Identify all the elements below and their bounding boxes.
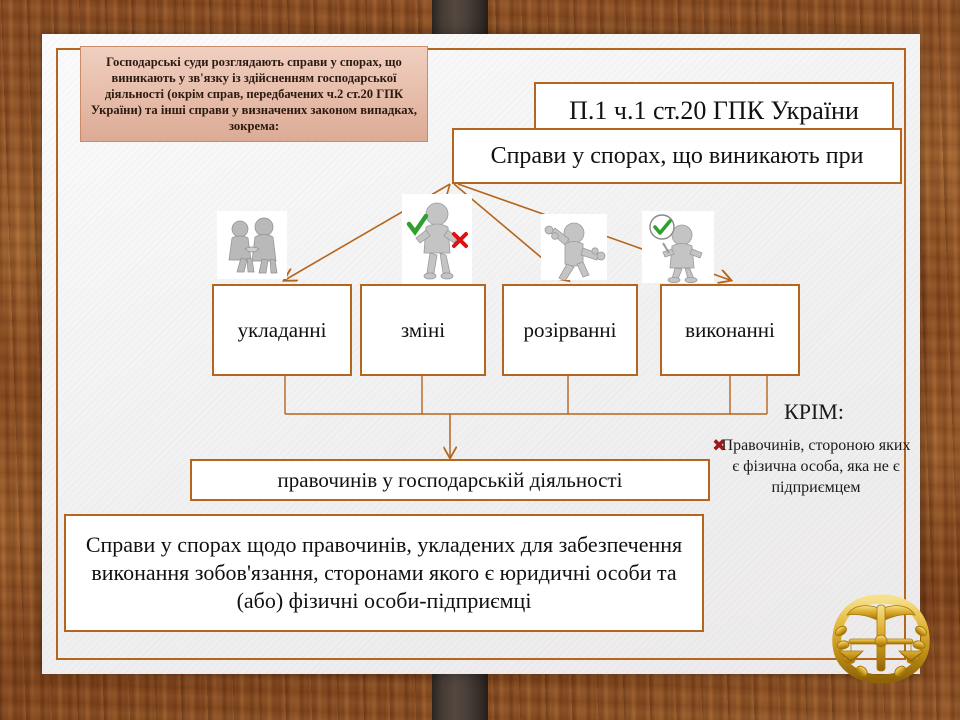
intro-statement-text: Господарські суди розглядають справи у с…: [90, 54, 418, 134]
intro-statement-box: Господарські суди розглядають справи у с…: [80, 46, 428, 142]
exception-text: Правочинів, стороною яких є фізична особ…: [721, 437, 911, 497]
check-cross-figure-clipart-icon: [402, 194, 472, 284]
exception-block: КРІМ: ✖ Правочинів, стороною яких є фізи…: [712, 399, 914, 498]
deals-result-box: правочинів у господарській діяльності: [190, 459, 710, 501]
summary-box: Справи у спорах щодо правочинів, укладен…: [64, 514, 704, 632]
judicial-scales-emblem-icon: [832, 594, 930, 684]
approved-figure-clipart-icon: [642, 211, 714, 283]
cross-marker-icon: ✖: [712, 436, 727, 456]
exception-body: ✖ Правочинів, стороною яких є фізична ос…: [712, 435, 914, 498]
branch-box-ukladanni: укладанні: [212, 284, 352, 376]
slide-panel: Господарські суди розглядають справи у с…: [42, 34, 930, 684]
summary-text: Справи у спорах щодо правочинів, укладен…: [85, 532, 683, 613]
disputes-header-text: Справи у спорах, що виникають при: [490, 142, 864, 169]
branch-box-zmini: зміні: [360, 284, 486, 376]
disputes-header-box: Справи у спорах, що виникають при: [452, 128, 902, 184]
branch-box-vykonanni: виконанні: [660, 284, 800, 376]
branch-label: зміні: [400, 317, 446, 342]
breaking-figure-clipart-icon: [541, 214, 607, 280]
branch-box-rozirvanni: розірванні: [502, 284, 638, 376]
deals-result-text: правочинів у господарській діяльності: [277, 467, 623, 492]
exception-title: КРІМ:: [784, 399, 844, 424]
handshake-clipart-icon: [217, 211, 287, 279]
law-reference-text: П.1 ч.1 ст.20 ГПК України: [569, 96, 859, 125]
branch-label: розірванні: [523, 317, 617, 342]
branch-label: виконанні: [685, 317, 775, 342]
branch-label: укладанні: [237, 317, 327, 342]
